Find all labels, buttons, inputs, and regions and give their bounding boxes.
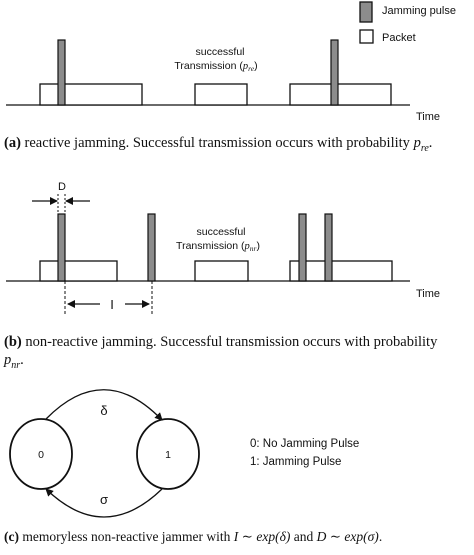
panel-c-diagram: 0 1 δ σ 0: No Jamming Pulse 1: Jamming P…	[9, 389, 359, 518]
state-1-label: 1	[165, 449, 171, 461]
time-label-a: Time	[416, 111, 440, 123]
caption-b-sym: p	[4, 352, 12, 368]
caption-c: (c) memoryless non-reactive jammer with …	[4, 528, 474, 546]
sigma-rate-label: σ	[100, 492, 108, 507]
caption-a-end: .	[428, 135, 433, 151]
packet-b2	[194, 260, 249, 282]
panel-b-diagram: D Time I successful Transmission (pnr)	[6, 181, 440, 315]
state-legend-line2: 1: Jamming Pulse	[250, 456, 341, 468]
caption-c-tag: (c)	[4, 529, 19, 544]
jamming-pulse-a1	[57, 39, 66, 106]
success-annotation-a-line2: Transmission (pre)	[174, 60, 257, 73]
delta-rate-label: δ	[100, 403, 107, 418]
state-0-node	[9, 418, 73, 490]
caption-c-end: .	[378, 529, 383, 544]
i-interval-label: I	[110, 297, 114, 312]
legend: Jamming pulse Packet	[359, 1, 456, 44]
packet-b1	[39, 260, 118, 282]
caption-a-text: reactive jamming. Successful transmissio…	[20, 135, 414, 151]
success-annotation-b-line2: Transmission (pnr)	[176, 240, 260, 253]
state-0-label: 0	[38, 449, 44, 461]
caption-a-tag: (a)	[4, 135, 21, 151]
caption-b-text: non-reactive jamming. Successful transmi…	[21, 334, 438, 350]
jamming-pulse-a2	[330, 39, 339, 106]
packet-a2	[194, 83, 248, 106]
panel-a-diagram: Time successful Transmission (pre)	[6, 39, 440, 123]
caption-b-sub: nr	[11, 359, 21, 371]
caption-c-expr2: D ∼ exp(σ)	[316, 529, 379, 544]
caption-b: (b) non-reactive jamming. Successful tra…	[4, 333, 474, 351]
d-duration-label: D	[58, 181, 66, 193]
caption-c-text1: memoryless non-reactive jammer with	[18, 529, 234, 544]
caption-a-sub: re	[420, 142, 429, 154]
success-annotation-b-line1: successful	[196, 226, 245, 238]
time-label-b: Time	[416, 288, 440, 300]
legend-packet-label: Packet	[382, 32, 416, 44]
caption-c-expr1: I ∼ exp(δ)	[233, 529, 291, 544]
jamming-pulse-b2	[147, 213, 156, 282]
transition-1-to-0	[45, 488, 163, 518]
legend-jamming-swatch	[359, 1, 373, 23]
legend-packet-swatch	[359, 29, 374, 44]
packet-b3	[289, 260, 393, 282]
transition-0-to-1	[45, 389, 163, 421]
caption-a-sym: p	[413, 135, 421, 151]
packet-a1	[39, 83, 143, 106]
jamming-pulse-b1	[57, 213, 66, 282]
caption-b-tag: (b)	[4, 334, 22, 350]
state-legend-line1: 0: No Jamming Pulse	[250, 438, 359, 450]
success-annotation-a-line1: successful	[195, 46, 244, 58]
caption-c-and: and	[290, 529, 317, 544]
jamming-pulse-b3	[298, 213, 307, 282]
jamming-pulse-b4	[324, 213, 333, 282]
packet-a3	[289, 83, 392, 106]
legend-jamming-label: Jamming pulse	[382, 5, 456, 17]
caption-b-cont: pnr.	[4, 351, 474, 375]
caption-a: (a) reactive jamming. Successful transmi…	[4, 134, 474, 158]
state-1-node	[136, 418, 200, 490]
caption-b-end: .	[20, 352, 24, 368]
